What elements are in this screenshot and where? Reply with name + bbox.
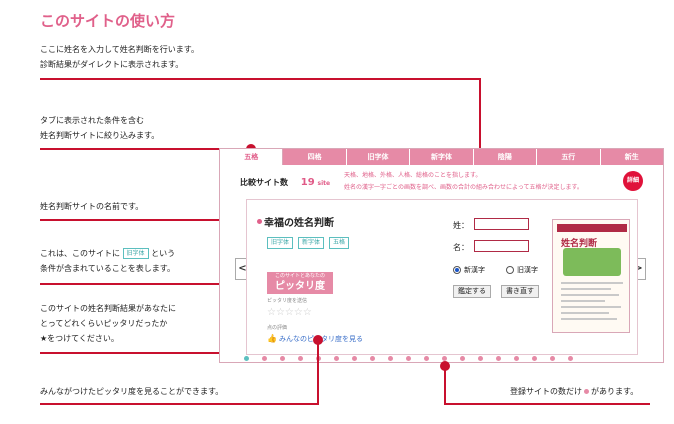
site-count-value: 19	[300, 177, 315, 188]
pagination-dot[interactable]	[352, 356, 357, 361]
detail-button[interactable]: 詳細	[623, 171, 643, 191]
site-count: 比較サイト数 19 site	[240, 177, 331, 188]
site-card: 幸福の姓名判断 旧字体 新字体 五格 このサイトとあなたの ピッタリ度 ピッタリ…	[246, 199, 638, 355]
tag-shinjitai: 新字体	[298, 237, 325, 249]
pagination-dot[interactable]	[388, 356, 393, 361]
pagination-dot[interactable]	[424, 356, 429, 361]
pagination-dot[interactable]	[244, 356, 249, 361]
preview-image	[563, 248, 621, 276]
marker-view-ratings	[313, 335, 323, 345]
pagination-dot[interactable]	[550, 356, 555, 361]
pagination-dot[interactable]	[460, 356, 465, 361]
pagination-dot[interactable]	[532, 356, 537, 361]
tab-shinsei[interactable]: 新生	[600, 149, 663, 165]
site-bullet-icon	[257, 219, 262, 224]
site-name-link[interactable]: 幸福の姓名判断	[264, 218, 334, 229]
radio-selected-icon	[453, 266, 461, 274]
pagination-dot[interactable]	[442, 356, 447, 361]
leader-tags-h	[40, 283, 278, 285]
pagination-dot[interactable]	[370, 356, 375, 361]
fit-send-label[interactable]: ピッタリ度を送信	[267, 298, 308, 304]
site-tags: 旧字体 新字体 五格	[267, 237, 350, 249]
condition-description: 天格、地格、外格、人格、総格のことを指します。 姓名の漢字一字ごとの画数を調べ、…	[344, 172, 583, 191]
marker-pagination	[440, 361, 450, 371]
mei-input[interactable]	[474, 240, 529, 252]
tab-shinjitai[interactable]: 新字体	[410, 149, 474, 165]
annotation-pagination: 登録サイトの数だけがあります。	[510, 387, 639, 396]
pagination-dot[interactable]	[262, 356, 267, 361]
pagination-dot[interactable]	[298, 356, 303, 361]
leader-pagination-h	[444, 403, 650, 405]
pagination-dot[interactable]	[334, 356, 339, 361]
pagination-dot[interactable]	[514, 356, 519, 361]
pagination-dots	[244, 356, 573, 361]
leader-view-ratings-h	[40, 403, 319, 405]
annotation-tags: これは、このサイトに 旧字体 という 条件が含まれていることを表します。	[40, 248, 176, 273]
pagination-dot[interactable]	[406, 356, 411, 361]
annotation-site-name: 姓名判断サイトの名前です。	[40, 202, 144, 211]
tab-inyo[interactable]: 陰陽	[473, 149, 538, 165]
annotation-input: ここに姓名を入力して姓名判断を行います。 診断結果がダイレクトに表示されます。	[40, 45, 199, 69]
annotation-view-ratings: みんながつけたピッタリ度を見ることができます。	[40, 387, 224, 396]
pagination-dot[interactable]	[280, 356, 285, 361]
leader-tabs-h	[40, 148, 251, 150]
leader-pagination-v	[444, 366, 446, 405]
reset-button[interactable]: 書き直す	[501, 285, 539, 298]
sei-input[interactable]	[474, 218, 529, 230]
submit-button[interactable]: 鑑定する	[453, 285, 491, 298]
leader-input-v	[479, 78, 481, 208]
condition-tabs: 五格 四格 旧字体 新字体 陰陽 五行 新生	[220, 149, 663, 165]
leader-input-h	[40, 78, 480, 80]
pagination-dot[interactable]	[496, 356, 501, 361]
name-judgment-widget: 五格 四格 旧字体 新字体 陰陽 五行 新生 比較サイト数 19 site 天格…	[219, 148, 664, 363]
site-preview-thumbnail[interactable]: 姓名判断	[552, 219, 630, 333]
leader-site-name-h	[40, 219, 257, 221]
tab-kyujitai[interactable]: 旧字体	[346, 149, 411, 165]
pagination-dot[interactable]	[568, 356, 573, 361]
sei-label: 姓：	[453, 221, 469, 230]
annotation-rating: このサイトの姓名判断結果があなたに とってどれくらいピッタリだったか ★をつけて…	[40, 304, 176, 343]
tag-gokaku: 五格	[329, 237, 350, 249]
tab-gogyo[interactable]: 五行	[537, 149, 601, 165]
pagination-dot-icon	[584, 389, 589, 394]
tab-yonkaku[interactable]: 四格	[283, 149, 347, 165]
radio-unselected-icon	[506, 266, 514, 274]
tab-gokaku[interactable]: 五格	[220, 149, 284, 165]
annotation-tabs: タブに表示された条件を含む 姓名判断サイトに絞り込みます。	[40, 116, 160, 140]
leader-view-ratings-v	[317, 340, 319, 405]
tag-kyujitai: 旧字体	[267, 237, 294, 249]
thumbs-up-icon: 👍	[267, 334, 277, 343]
leader-rating-h	[40, 352, 279, 354]
tag-example: 旧字体	[122, 248, 149, 259]
mei-label: 名：	[453, 243, 469, 252]
star-rating-input[interactable]: ☆☆☆☆☆	[267, 307, 312, 318]
score-label: 点の評価	[267, 325, 288, 331]
page-title: このサイトの使い方	[40, 12, 176, 30]
pagination-dot[interactable]	[478, 356, 483, 361]
fit-banner: このサイトとあなたの ピッタリ度	[267, 272, 333, 294]
radio-new-kanji[interactable]: 新漢字	[453, 265, 485, 275]
radio-old-kanji[interactable]: 旧漢字	[506, 265, 538, 275]
